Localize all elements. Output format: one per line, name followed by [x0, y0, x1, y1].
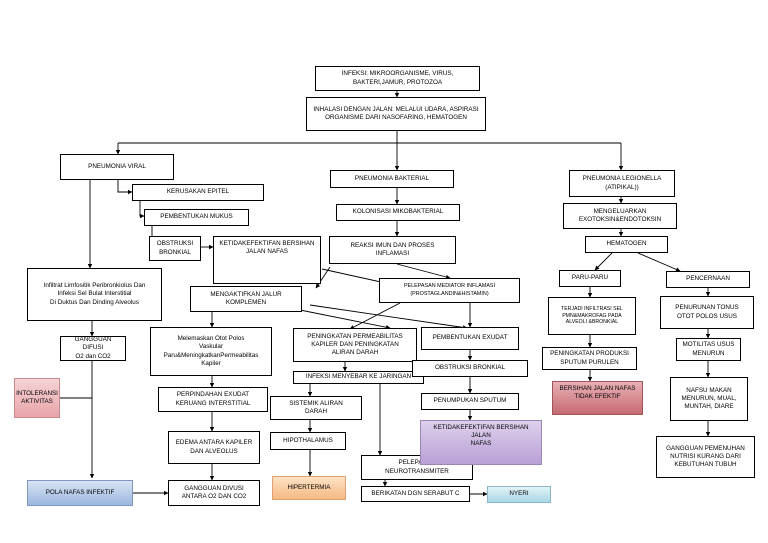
node-edema: EDEMA ANTARA KAPILER DAN ALVEOLUS: [168, 431, 260, 464]
link-hematogen-pencernaan: [637, 252, 681, 272]
link-inhalasi-branch: [118, 131, 621, 144]
node-ketidakefektifan-2: KETIDAKEFEKTIFAN BERSIHAN JALAN NAFAS: [420, 420, 542, 465]
node-terjadi-infiltrasi: TERJADI INFILTRASI SEL PMN&MAKROFAG PADA…: [548, 297, 636, 335]
node-reaksi-imun: REAKSI IMUN DAN PROSES INFLAMASI: [329, 236, 456, 264]
node-hematogen: HEMATOGEN: [585, 236, 668, 253]
node-pembentukan-mukus: PEMBENTUKAN MUKUS: [144, 209, 249, 226]
node-intoleransi: INTOLERANSI AKTIVITAS: [14, 378, 60, 418]
link-viral-kerusakan: [117, 180, 133, 195]
node-paru-paru: PARU-PARU: [559, 270, 621, 287]
node-penurunan-tonus: PENURUNAN TONUS OTOT POLOS USUS: [660, 296, 754, 329]
node-pneumonia-viral: PNEUMONIA VIRAL: [60, 154, 174, 180]
node-infiltrat: Infiltrat Limfositik Peribronkiolus Dan …: [27, 268, 162, 321]
link-mengaktifkan-exudat: [309, 304, 468, 330]
node-gangguan-difusi: GANGGUAN DIFUSI O2 dan CO2: [60, 336, 126, 361]
link-kerusakan-mukus: [139, 201, 145, 219]
link-mediator-permeabilitas: [349, 302, 401, 330]
node-gangguan-divusi: GANGGUAN DIVUSI ANTARA O2 DAN CO2: [168, 480, 260, 506]
node-infeksi: INFEKSI: MIKROORGANISME, VIRUS, BAKTERI,…: [315, 66, 480, 91]
node-obstruksi-bronkial: OBSTRUKSI BRONKIAL: [149, 236, 201, 261]
link-mengaktifkan-permeabilitas: [299, 309, 391, 330]
node-mengaktifkan: MENGAKTIFKAN JALUR KOMPLEMEN: [190, 286, 302, 312]
node-penumpukan-sputum: PENUMPUKAN SPUTUM: [421, 393, 519, 410]
node-inhalasi: INHALASI DENGAN JALAN: MELALUI UDARA, AS…: [306, 97, 486, 131]
node-pencernaan: PENCERNAAN: [666, 271, 750, 288]
link-ketidak-mediator: [321, 268, 391, 285]
node-mengeluarkan: MENGELUARKAN EXOTOKSIN&ENDOTOKSIN: [563, 203, 677, 229]
node-peningkatan-permeabilitas: PENINGKATAN PERMEABILITAS KAPILER DAN PE…: [293, 328, 417, 362]
node-sistemik: SISTEMIK ALIRAN DARAH: [270, 396, 362, 420]
node-berikatan: BERIKATAN DGN SERABUT C: [361, 486, 470, 502]
node-nyeri: NYERI: [487, 486, 551, 503]
node-infeksi-menyebar: INFEKSI MENYEBAR KE JARINGAN: [293, 371, 424, 384]
link-reaksi-mediator: [396, 263, 451, 280]
node-obstruksi-bronkial-2: OBSTRUKSI BRONKIAL: [412, 360, 528, 377]
node-kolonisasi: KOLONISASI MIKOBAKTERIAL: [336, 204, 460, 221]
node-nafsu-makan: NAFSU MAKAN MENURUN, MUAL, MUNTAH, DIARE: [670, 377, 748, 421]
node-hipotalamus: HIPOTHALAMUS: [270, 432, 346, 450]
node-gangguan-nutrisi: GANGGUAN PEMENUHAN NUTRISI KURANG DARI K…: [656, 436, 755, 478]
node-pneumonia-legionella: PNEUMONIA LEGIONELLA (ATIPIKAL)): [569, 170, 675, 197]
node-pelepasan-mediator: PELEPASAN MEDIATOR INFLAMASI (PROSTAGLAN…: [379, 278, 520, 303]
node-pembentukan-exudat: PEMBENTUKAN EXUDAT: [421, 327, 519, 350]
link-hematogen-paru: [594, 252, 613, 271]
node-hipertermia: HIPERTERMIA: [272, 476, 346, 500]
node-ketidakefektifan-1: KETIDAKEFEKTIFAN BERSIHAN JALAN NAFAS: [213, 236, 321, 284]
node-motilitas: MOTILITAS USUS MENURUN: [676, 338, 741, 361]
node-perpindahan: PERPINDAHAN EXUDAT KERUANG INTERSTITIAL: [158, 387, 268, 412]
node-peningkatan-produksi: PENINGKATAN PRODUKSI SPUTUM PURULEN: [542, 347, 637, 370]
node-melemaskan: Melemaskan Otot Polos Vaskular Paru&Meni…: [150, 327, 272, 376]
node-kerusakan-epitel: KERUSAKAN EPITEL: [132, 184, 264, 201]
node-pneumonia-bakterial: PNEUMONIA BAKTERIAL: [330, 170, 454, 188]
node-pola-nafas: POLA NAFAS INFEKTIF: [27, 480, 133, 506]
node-bersihan: BERSIHAN JALAN NAFAS TIDAK EFEKTIF: [552, 381, 643, 415]
